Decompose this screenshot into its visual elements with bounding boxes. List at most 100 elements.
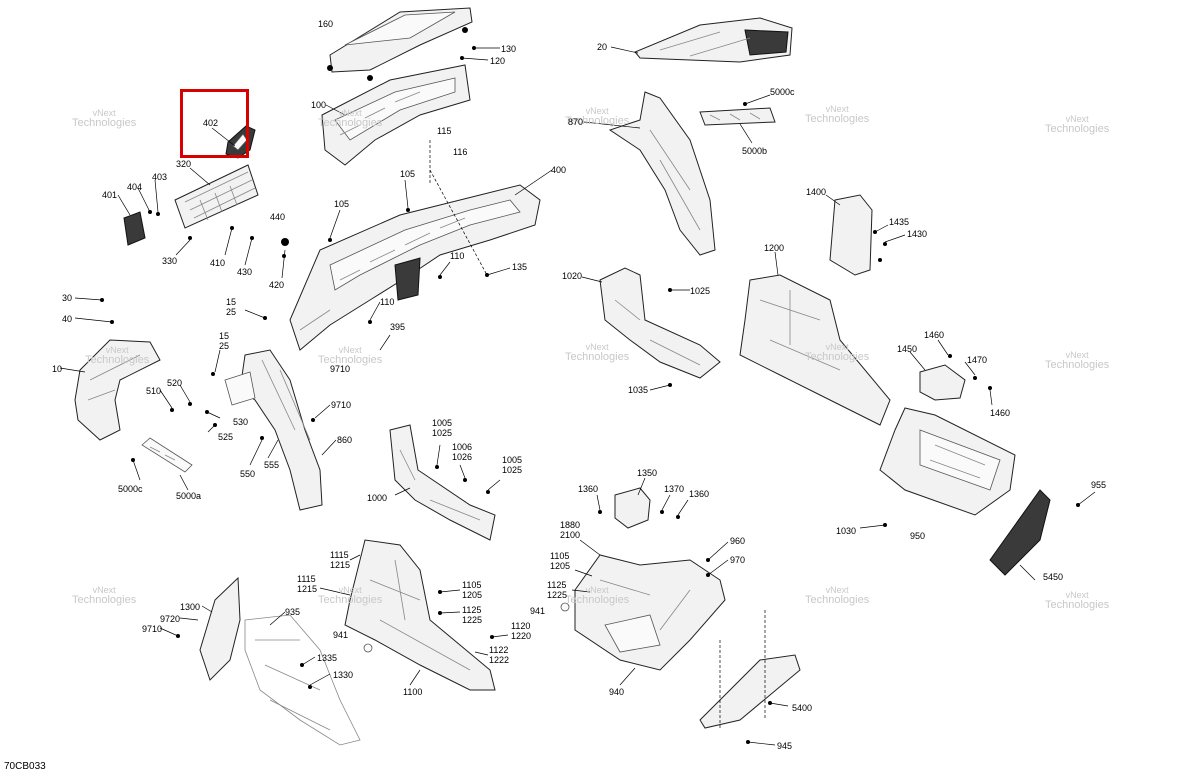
part-label[interactable]: 1005 1025 <box>432 418 453 438</box>
part-5000a-handle[interactable] <box>141 437 193 473</box>
part-label[interactable]: 1300 <box>180 602 201 612</box>
part-label[interactable]: 1435 <box>889 217 910 227</box>
part-10-trim[interactable] <box>74 339 161 441</box>
part-label[interactable]: 110 <box>380 297 395 307</box>
part-5400-panel[interactable] <box>699 654 801 729</box>
part-1200-floor[interactable] <box>739 274 891 426</box>
part-550-console[interactable] <box>224 349 323 511</box>
part-label[interactable]: 970 <box>730 555 746 565</box>
part-label[interactable]: 1120 1220 <box>511 621 532 641</box>
part-label[interactable]: 1115 1215 <box>330 550 351 570</box>
part-20-panel[interactable] <box>634 17 793 63</box>
part-label[interactable]: 1035 <box>628 385 649 395</box>
part-label[interactable]: 130 <box>501 44 517 54</box>
part-label[interactable]: 5450 <box>1043 572 1064 582</box>
part-label[interactable]: 1000 <box>367 493 388 503</box>
part-label[interactable]: 116 <box>453 147 468 157</box>
part-label[interactable]: 9710 <box>330 364 351 374</box>
part-label[interactable]: 120 <box>490 56 506 66</box>
part-400-dashboard[interactable] <box>289 184 541 351</box>
part-label[interactable]: 420 <box>269 280 285 290</box>
part-label[interactable]: 5400 <box>792 703 813 713</box>
part-5450-trim[interactable] <box>989 489 1051 576</box>
part-label[interactable]: 440 <box>270 212 286 222</box>
part-label[interactable]: 960 <box>730 536 746 546</box>
part-label[interactable]: 1025 <box>690 286 711 296</box>
part-label[interactable]: 1005 1025 <box>502 455 523 475</box>
part-label[interactable]: 1105 1205 <box>550 551 571 571</box>
part-1350-bracket[interactable] <box>614 487 651 529</box>
part-label[interactable]: 1880 2100 <box>560 520 581 540</box>
part-label[interactable]: 870 <box>568 117 584 127</box>
part-label[interactable]: 400 <box>551 165 567 175</box>
part-label[interactable]: 395 <box>390 322 406 332</box>
part-label[interactable]: 110 <box>450 251 465 261</box>
part-950-floor[interactable] <box>879 407 1016 516</box>
part-label[interactable]: 10 <box>52 364 63 374</box>
part-label[interactable]: 945 <box>777 741 793 751</box>
part-401-clip[interactable] <box>123 211 146 246</box>
part-label[interactable]: 20 <box>597 42 608 52</box>
part-label[interactable]: 1460 <box>990 408 1011 418</box>
part-label[interactable]: 5000c <box>770 87 795 97</box>
part-label[interactable]: 1006 1026 <box>452 442 473 462</box>
part-label[interactable]: 1400 <box>806 187 827 197</box>
part-label[interactable]: 15 25 <box>219 331 230 351</box>
part-label[interactable]: 430 <box>237 267 253 277</box>
part-160-cover[interactable] <box>327 7 473 81</box>
part-label[interactable]: 401 <box>102 190 118 200</box>
part-label[interactable]: 105 <box>334 199 350 209</box>
part-1100-floor[interactable] <box>344 539 496 691</box>
part-label[interactable]: 9710 <box>142 624 163 634</box>
part-label[interactable]: 404 <box>127 182 143 192</box>
part-100-support[interactable] <box>321 64 471 166</box>
part-label[interactable]: 40 <box>62 314 73 324</box>
part-label[interactable]: 555 <box>264 460 280 470</box>
part-label[interactable]: 1330 <box>333 670 354 680</box>
part-label[interactable]: 5000c <box>118 484 143 494</box>
part-label[interactable]: 9710 <box>331 400 352 410</box>
part-label[interactable]: 1430 <box>907 229 928 239</box>
part-label[interactable]: 1450 <box>897 344 918 354</box>
part-940-floor[interactable] <box>574 554 726 671</box>
part-label[interactable]: 1100 <box>403 687 423 697</box>
part-5000b-bracket[interactable] <box>699 107 776 126</box>
part-label[interactable]: 9720 <box>160 614 181 624</box>
part-870-pillar[interactable] <box>608 91 716 256</box>
part-1020-floor[interactable] <box>599 267 721 379</box>
part-label[interactable]: 105 <box>400 169 416 179</box>
part-label[interactable]: 1350 <box>637 468 658 478</box>
part-label[interactable]: 525 <box>218 432 234 442</box>
part-label[interactable]: 935 <box>285 607 301 617</box>
part-label[interactable]: 320 <box>176 159 192 169</box>
part-label[interactable]: 1122 1222 <box>489 645 510 665</box>
part-label[interactable]: 520 <box>167 378 183 388</box>
part-label[interactable]: 1030 <box>836 526 857 536</box>
part-label[interactable]: 941 <box>530 606 546 616</box>
part-320-grille[interactable] <box>174 164 259 229</box>
part-label[interactable]: 402 <box>203 118 219 128</box>
part-label[interactable]: 1460 <box>924 330 945 340</box>
part-label[interactable]: 1360 <box>578 484 599 494</box>
part-label[interactable]: 950 <box>910 531 926 541</box>
part-label[interactable]: 1125 1225 <box>547 580 568 600</box>
part-1450-bracket[interactable] <box>919 364 966 401</box>
part-label[interactable]: 1370 <box>664 484 685 494</box>
part-label[interactable]: 100 <box>311 100 327 110</box>
part-label[interactable]: 1125 1225 <box>462 605 483 625</box>
part-label[interactable]: 1115 1215 <box>297 574 318 594</box>
part-label[interactable]: 1335 <box>317 653 338 663</box>
part-label[interactable]: 955 <box>1091 480 1107 490</box>
part-label[interactable]: 1105 1205 <box>462 580 483 600</box>
part-label[interactable]: 5000a <box>176 491 202 501</box>
part-label[interactable]: 941 <box>333 630 349 640</box>
part-label[interactable]: 410 <box>210 258 226 268</box>
part-1000-floor[interactable] <box>389 424 496 541</box>
part-1300-pillar[interactable] <box>199 576 241 681</box>
part-label[interactable]: 5000b <box>742 146 768 156</box>
part-label[interactable]: 30 <box>62 293 73 303</box>
part-label[interactable]: 940 <box>609 687 625 697</box>
part-label[interactable]: 1020 <box>562 271 583 281</box>
part-label[interactable]: 550 <box>240 469 256 479</box>
part-label[interactable]: 160 <box>318 19 334 29</box>
